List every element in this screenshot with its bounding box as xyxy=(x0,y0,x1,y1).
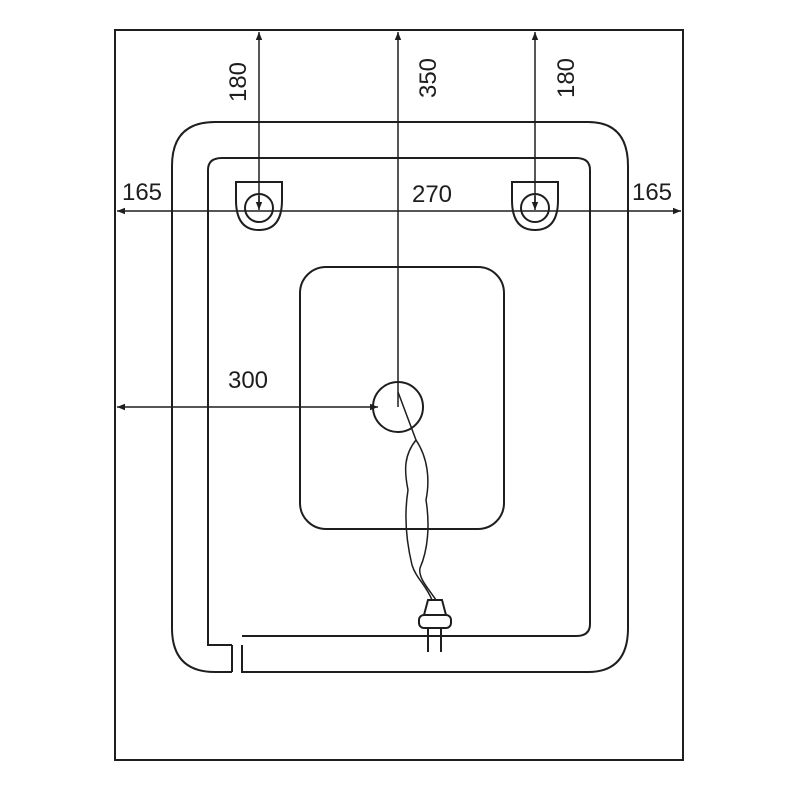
label-center-outlet-height: 350 xyxy=(415,58,442,98)
wall-outline xyxy=(114,29,684,761)
power-plug-icon xyxy=(418,599,452,652)
label-left-hole-height: 180 xyxy=(225,62,252,102)
mirror-frame-gap xyxy=(207,630,233,672)
center-panel xyxy=(299,266,505,530)
mirror-frame-inner xyxy=(207,157,591,646)
label-right-hole-height: 180 xyxy=(553,58,580,98)
mirror-frame-outer xyxy=(171,121,629,673)
label-left-margin: 165 xyxy=(122,179,162,206)
label-right-margin: 165 xyxy=(632,179,672,206)
label-hole-spacing: 270 xyxy=(412,181,452,208)
power-cord-coil xyxy=(415,439,437,601)
power-cord xyxy=(397,391,433,601)
label-outlet-offset: 300 xyxy=(228,367,268,394)
